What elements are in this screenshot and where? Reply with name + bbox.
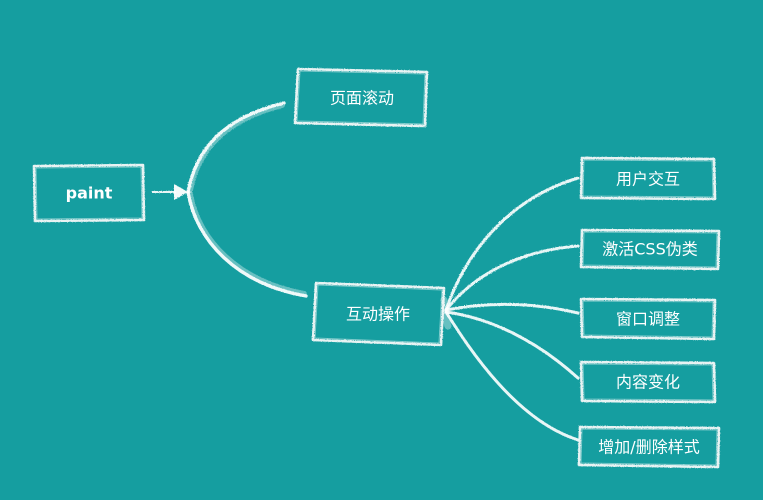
node-user-interaction-label: 用户交互 — [616, 170, 680, 189]
node-content-change[interactable]: 内容变化 — [579, 360, 717, 404]
node-window-resize-frame-echo — [582, 300, 714, 338]
connector-to-page-scroll-soft — [187, 102, 285, 193]
node-interaction-label: 互动操作 — [346, 305, 410, 324]
node-paint-frame-echo — [35, 166, 143, 220]
connector-to-add-remove-style — [444, 310, 580, 442]
connector-to-content-change — [444, 310, 580, 380]
node-paint-label: paint — [66, 184, 113, 203]
node-add-remove-style-frame-echo — [580, 428, 718, 466]
paint-arrow-head — [174, 184, 188, 200]
node-interaction-frame — [311, 281, 446, 347]
node-window-resize[interactable]: 窗口调整 — [579, 297, 717, 341]
connector-to-interaction — [186, 190, 308, 298]
node-css-pseudo[interactable]: 激活CSS伪类 — [579, 228, 721, 271]
node-content-change-frame-echo — [582, 363, 714, 401]
connector-to-page-scroll — [186, 101, 286, 194]
node-paint[interactable]: paint — [32, 163, 146, 223]
node-window-resize-frame — [579, 297, 717, 341]
node-window-resize-label: 窗口调整 — [616, 310, 680, 329]
connector-to-user-interaction — [444, 176, 580, 312]
node-css-pseudo-frame-echo — [582, 231, 718, 268]
node-user-interaction-frame-echo — [582, 159, 714, 198]
node-add-remove-style[interactable]: 增加/删除样式 — [577, 425, 721, 469]
node-page-scroll-frame-echo — [296, 70, 426, 125]
node-add-remove-style-frame — [577, 425, 721, 469]
node-page-scroll-label: 页面滚动 — [330, 89, 394, 108]
connector-to-css-pseudo — [444, 244, 580, 312]
node-interaction[interactable]: 互动操作 — [311, 281, 446, 347]
connectors — [152, 101, 580, 442]
node-paint-frame — [32, 163, 146, 223]
node-page-scroll-frame — [293, 67, 429, 128]
node-add-remove-style-label: 增加/删除样式 — [598, 438, 699, 457]
connector-to-window-resize — [444, 302, 580, 315]
node-page-scroll[interactable]: 页面滚动 — [293, 67, 429, 128]
node-content-change-frame — [579, 360, 717, 404]
node-content-change-label: 内容变化 — [616, 373, 680, 392]
connector-fan-soft — [440, 296, 452, 330]
node-css-pseudo-label: 激活CSS伪类 — [602, 240, 698, 259]
connector-to-interaction-soft — [187, 191, 307, 297]
node-css-pseudo-frame — [579, 228, 721, 271]
node-user-interaction[interactable]: 用户交互 — [579, 156, 717, 201]
node-user-interaction-frame — [579, 156, 717, 201]
node-interaction-frame-echo — [314, 284, 443, 344]
